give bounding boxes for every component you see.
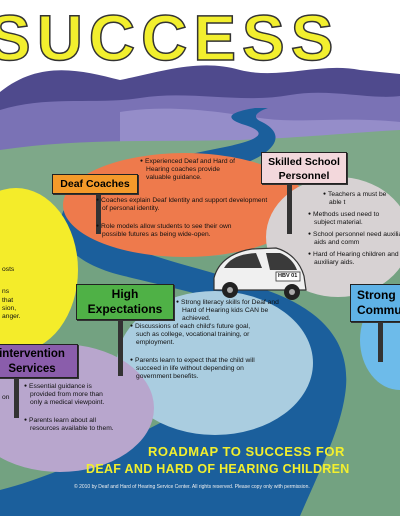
list-item: Experienced Deaf and Hard of Hearing coa…	[140, 157, 242, 182]
sign-high-expectations: High Expectations	[76, 284, 174, 320]
sign-deaf-coaches: Deaf Coaches	[52, 174, 138, 194]
list-item: Essential guidance is provided from more…	[24, 382, 116, 407]
car-license-plate: HBV 01	[278, 273, 298, 279]
car-illustration	[213, 247, 307, 300]
list-item: Role models allow students to see their …	[96, 222, 236, 239]
partial-text-1: osts	[2, 266, 15, 273]
sign-strong-communication: Strong Commu	[350, 284, 400, 322]
footer-title-line-1: ROADMAP TO SUCCESS FOR	[148, 444, 345, 459]
list-item: Strong literacy skills for Deaf and Hard…	[176, 298, 294, 323]
list-item: Teachers a must be able t	[323, 190, 399, 207]
list-item: Methods used need to subject material.	[308, 210, 400, 227]
partial-text-6: on	[2, 394, 10, 401]
list-item: Parents learn to expect that the child w…	[130, 356, 266, 381]
sign-skilled-school-personnel: Skilled School Personnel	[261, 152, 347, 184]
copyright-text: © 2010 by Deaf and Hard of Hearing Servi…	[74, 484, 310, 490]
list-item: Coaches explain Deaf Identity and suppor…	[96, 196, 272, 213]
list-item: Hard of Hearing children and auxiliary a…	[308, 250, 400, 267]
list-item: School personnel need auxiliary aids and…	[308, 230, 400, 247]
list-item: Parents learn about all resources availa…	[24, 416, 116, 433]
partial-text-2: ns	[2, 288, 10, 295]
partial-text-3: that	[2, 297, 14, 304]
sign-intervention-services: intervention services	[0, 344, 78, 378]
partial-text-5: anger.	[2, 313, 21, 320]
list-item: Discussions of each child's future goal,…	[130, 322, 266, 347]
partial-text-4: sion,	[2, 305, 17, 312]
poster-title: SUCCESS	[0, 2, 340, 74]
footer-title-line-2: DEAF AND HARD OF HEARING CHILDREN	[86, 462, 350, 476]
